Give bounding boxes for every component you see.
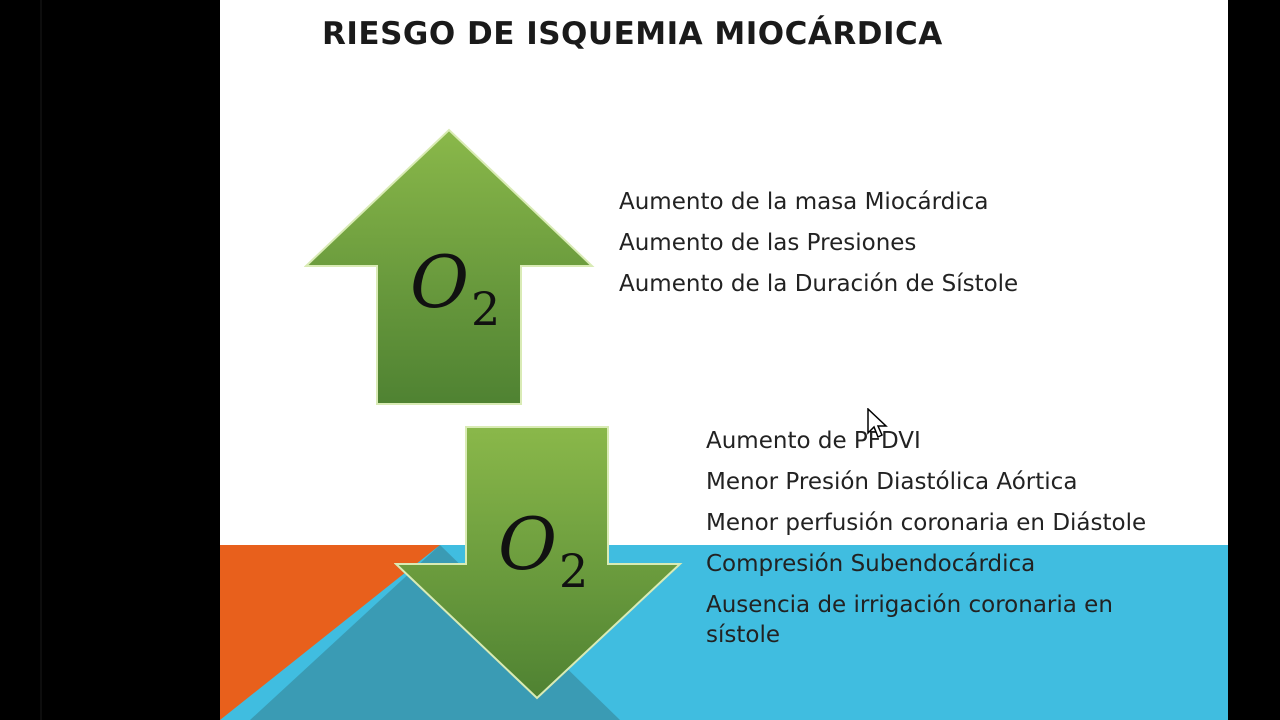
window-edge-line	[40, 0, 42, 720]
list-item: Aumento de PFDVI	[706, 428, 921, 454]
list-item: Compresión Subendocárdica	[706, 551, 1036, 577]
o2-up-label: O2	[410, 240, 500, 336]
presentation-slide: RIESGO DE ISQUEMIA MIOCÁRDICA O2 Aumento…	[220, 0, 1228, 720]
decreased-supply-list: Aumento de PFDVI Menor Presión Diastólic…	[706, 426, 1166, 661]
list-item: Menor perfusión coronaria en Diástole	[706, 510, 1147, 536]
slide-title: RIESGO DE ISQUEMIA MIOCÁRDICA	[322, 16, 943, 52]
down-arrow-icon	[394, 426, 683, 700]
o2-symbol: O	[498, 502, 558, 586]
o2-down-label: O2	[498, 502, 588, 598]
o2-subscript: 2	[471, 282, 501, 336]
up-arrow-icon	[304, 128, 595, 405]
list-item: Aumento de la masa Miocárdica	[619, 189, 989, 215]
list-item: Ausencia de irrigación coronaria en síst…	[706, 592, 1113, 648]
list-item: Menor Presión Diastólica Aórtica	[706, 469, 1078, 495]
list-item: Aumento de las Presiones	[619, 230, 917, 256]
increased-demand-list: Aumento de la masa Miocárdica Aumento de…	[619, 182, 1018, 305]
o2-symbol: O	[410, 240, 470, 324]
mouse-pointer-icon	[867, 408, 888, 439]
list-item: Aumento de la Duración de Sístole	[619, 271, 1019, 297]
o2-subscript: 2	[559, 544, 589, 598]
orange-triangle	[220, 545, 440, 720]
